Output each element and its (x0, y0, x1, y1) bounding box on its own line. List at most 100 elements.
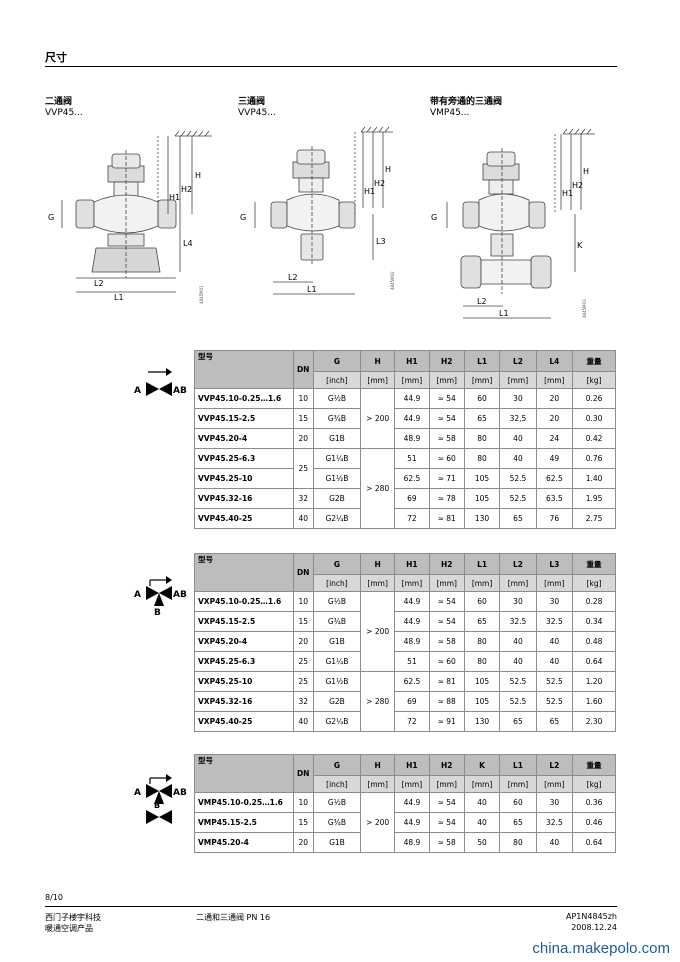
col-header-model: 型号 (194, 553, 294, 592)
unit-cell: [mm] (499, 775, 537, 793)
col-header-model: 型号 (194, 754, 294, 793)
footer-company-line2: 暖通空调产品 (45, 924, 93, 933)
l2-cell: 52.5 (499, 468, 537, 489)
dn-cell: 10 (292, 591, 314, 612)
col-header-k: K (463, 754, 501, 776)
col-header-h: H (360, 754, 396, 776)
two-way-flow-symbol: A AB (134, 368, 187, 396)
l1-cell: 130 (463, 711, 501, 732)
table-row: VVP45.10-0.25…1.6 10 G½B > 200 44.9 ≈ 54… (194, 388, 616, 449)
weight-cell: 1.20 (572, 671, 616, 692)
l2-cell: 40 (535, 832, 574, 853)
l2-cell: 32.5 (499, 611, 537, 632)
unit-cell: [mm] (428, 775, 465, 793)
dim-k: K (577, 241, 583, 250)
variant-3-code: VMP45... (430, 108, 470, 118)
dim-h1: H1 (169, 193, 180, 202)
dn-cell: 25 (292, 671, 314, 692)
footer-date: 2008.12.24 (571, 923, 617, 932)
h1-cell: 44.9 (394, 792, 430, 813)
dim-l2-3: L2 (477, 297, 487, 306)
weight-cell: 2.30 (572, 711, 616, 732)
weight-cell: 0.46 (572, 812, 616, 833)
dim-l1-3: L1 (499, 309, 509, 318)
three-way-flow-symbol: A AB B (134, 576, 187, 616)
l2-cell: 52.5 (499, 488, 537, 509)
h1-cell: 44.9 (394, 611, 430, 632)
model-cell: VVP45.15-2.5 (194, 408, 294, 429)
col-header-weight: 重量 (572, 350, 616, 372)
k-cell: 50 (463, 832, 501, 853)
l2-cell: 65 (499, 711, 537, 732)
dim-h2-3: H2 (572, 181, 583, 190)
l1-cell: 80 (499, 832, 537, 853)
variant-3-title: 带有旁通的三通阀 (430, 97, 503, 107)
col-header-model: 型号 (194, 350, 294, 389)
l4-cell: 62.5 (535, 468, 574, 489)
unit-cell: [mm] (360, 574, 396, 592)
model-cell: VMP45.10-0.25…1.6 (194, 792, 294, 813)
l1-cell: 105 (463, 488, 501, 509)
unit-cell: [mm] (428, 574, 465, 592)
g-cell: G2¼B (312, 508, 362, 529)
h2-cell: ≈ 58 (428, 631, 465, 652)
l1-cell: 60 (499, 792, 537, 813)
weight-cell: 2.75 (572, 508, 616, 529)
dn-cell: 40 (292, 508, 314, 529)
weight-cell: 0.36 (572, 792, 616, 813)
unit-cell: [mm] (428, 371, 465, 389)
l1-cell: 80 (463, 428, 501, 449)
unit-cell: [mm] (360, 775, 396, 793)
h1-cell: 51 (394, 448, 430, 469)
g-cell: G½B (312, 792, 362, 813)
l1-cell: 80 (463, 651, 501, 672)
h1-cell: 44.9 (394, 591, 430, 612)
watermark: china.makepolo.com (532, 940, 670, 957)
l4-cell: 24 (535, 428, 574, 449)
weight-cell: 0.76 (572, 448, 616, 469)
model-cell: VXP45.40-25 (194, 711, 294, 732)
h1-cell: 72 (394, 508, 430, 529)
bypass-valve-drawing: G H H2 H1 K L2 L1 (431, 128, 595, 319)
k-cell: 40 (463, 812, 501, 833)
table-row: VXP45.40-25 40 G2¼B 72 ≈ 91 130 65 65 2.… (194, 711, 616, 732)
dn-cell: 15 (292, 408, 314, 429)
h2-cell: ≈ 58 (428, 832, 465, 853)
port-ab-label-3: AB (173, 788, 187, 798)
g-cell: G1B (312, 631, 362, 652)
unit-cell: [kg] (572, 371, 616, 389)
unit-cell: [mm] (463, 574, 501, 592)
h2-cell: ≈ 91 (428, 711, 465, 732)
vvp45-dimension-table: 型号 DN G H H1 H2 L1 L2 L4 重量 [inch] [mm] … (194, 350, 616, 529)
h1-cell: 48.9 (394, 428, 430, 449)
l2-cell: 40 (499, 651, 537, 672)
l1-cell: 65 (499, 812, 537, 833)
g-cell: G¾B (312, 408, 362, 429)
h1-cell: 69 (394, 691, 430, 712)
model-cell: VVP45.25-6.3 (194, 448, 294, 469)
footer-company-line1: 西门子楼宇科技 (45, 913, 101, 922)
h-group-cell: > 200 (360, 591, 396, 672)
footer-doc-title: 二通和三通阀 PN 16 (196, 913, 271, 922)
l2-cell: 52.5 (499, 671, 537, 692)
l1-cell: 60 (463, 388, 501, 409)
l3-cell: 52.5 (535, 691, 574, 712)
l2-cell: 40 (499, 428, 537, 449)
footer-rule (45, 906, 617, 907)
weight-cell: 1.60 (572, 691, 616, 712)
dn-cell: 32 (292, 691, 314, 712)
g-cell: G2B (312, 691, 362, 712)
h2-cell: ≈ 58 (428, 428, 465, 449)
h-group-cell: > 200 (360, 792, 396, 853)
port-ab-label: AB (173, 386, 187, 396)
h-group-cell: > 280 (360, 671, 396, 732)
col-header-l1: L1 (499, 754, 537, 776)
table-row: VXP45.32-16 32 G2B 69 ≈ 88 105 52.5 52.5… (194, 691, 616, 712)
h2-cell: ≈ 54 (428, 408, 465, 429)
unit-cell: [mm] (499, 574, 537, 592)
l1-cell: 80 (463, 631, 501, 652)
col-header-h: H (360, 350, 396, 372)
h2-cell: ≈ 60 (428, 448, 465, 469)
unit-cell: [mm] (535, 371, 574, 389)
unit-cell: [kg] (572, 775, 616, 793)
